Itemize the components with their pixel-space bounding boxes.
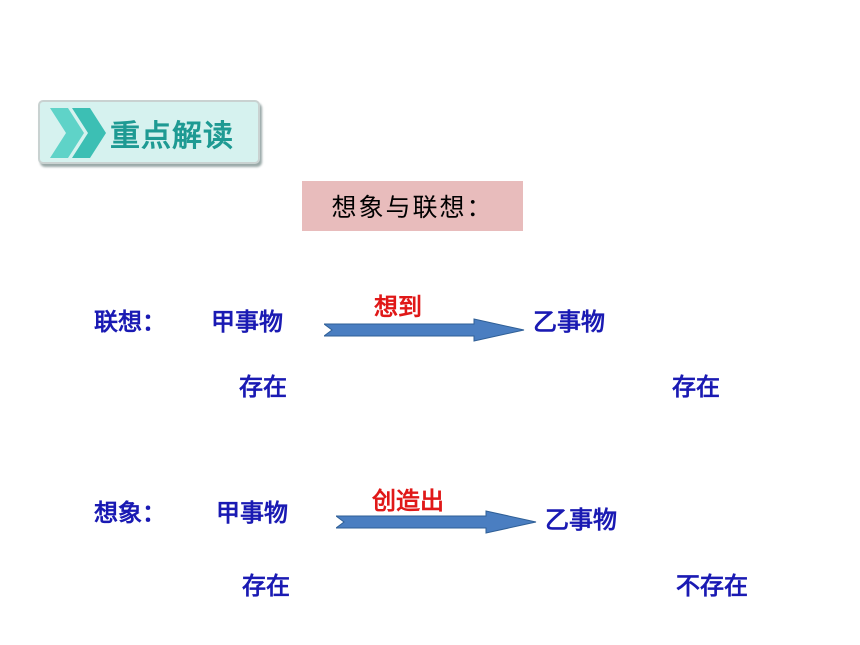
imagination-thing-b: 乙事物 (545, 506, 617, 534)
imagination-arrow (336, 510, 537, 534)
badge-label: 重点解读 (110, 119, 234, 154)
imagination-a-status: 存在 (242, 572, 290, 600)
imagination-thing-a: 甲事物 (216, 499, 288, 527)
association-verb: 想到 (374, 293, 422, 321)
association-a-status: 存在 (239, 373, 287, 401)
association-thing-b: 乙事物 (533, 308, 605, 336)
imagination-label: 想象： (94, 499, 166, 527)
section-title: 想象与联想： (302, 181, 523, 231)
section-badge: 重点解读 (38, 100, 260, 164)
association-thing-a: 甲事物 (211, 308, 283, 336)
imagination-verb: 创造出 (372, 487, 444, 515)
association-arrow (324, 318, 525, 342)
imagination-b-status: 不存在 (676, 572, 748, 600)
association-b-status: 存在 (672, 373, 720, 401)
double-chevron-icon (50, 108, 106, 158)
association-label: 联想： (94, 308, 166, 336)
